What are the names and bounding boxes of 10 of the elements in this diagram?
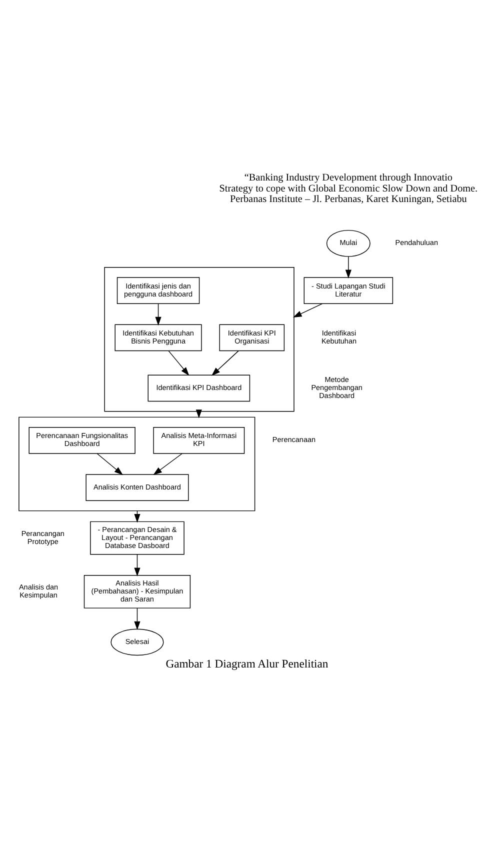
label: Perancangan Prototype [21, 528, 64, 546]
label: Strategy to cope with Global Economic Slow Down and Dome. [219, 183, 478, 194]
label: Identifikasi Kebutuhan [321, 328, 357, 346]
caption: Gambar 1 Diagram Alur Penelitian [166, 657, 328, 670]
label: Perbanas Institute – Jl. Perbanas, Karet Kuningan, Setiabu [230, 194, 467, 206]
label: “Banking Industry Development through Innovatio [244, 172, 453, 184]
label: Pendahuluan [395, 238, 438, 248]
label: Analisis dan Kesimpulan [18, 582, 58, 600]
label: Metode Pengembangan Dashboard [311, 374, 362, 400]
label: Perencanaan [272, 435, 316, 444]
